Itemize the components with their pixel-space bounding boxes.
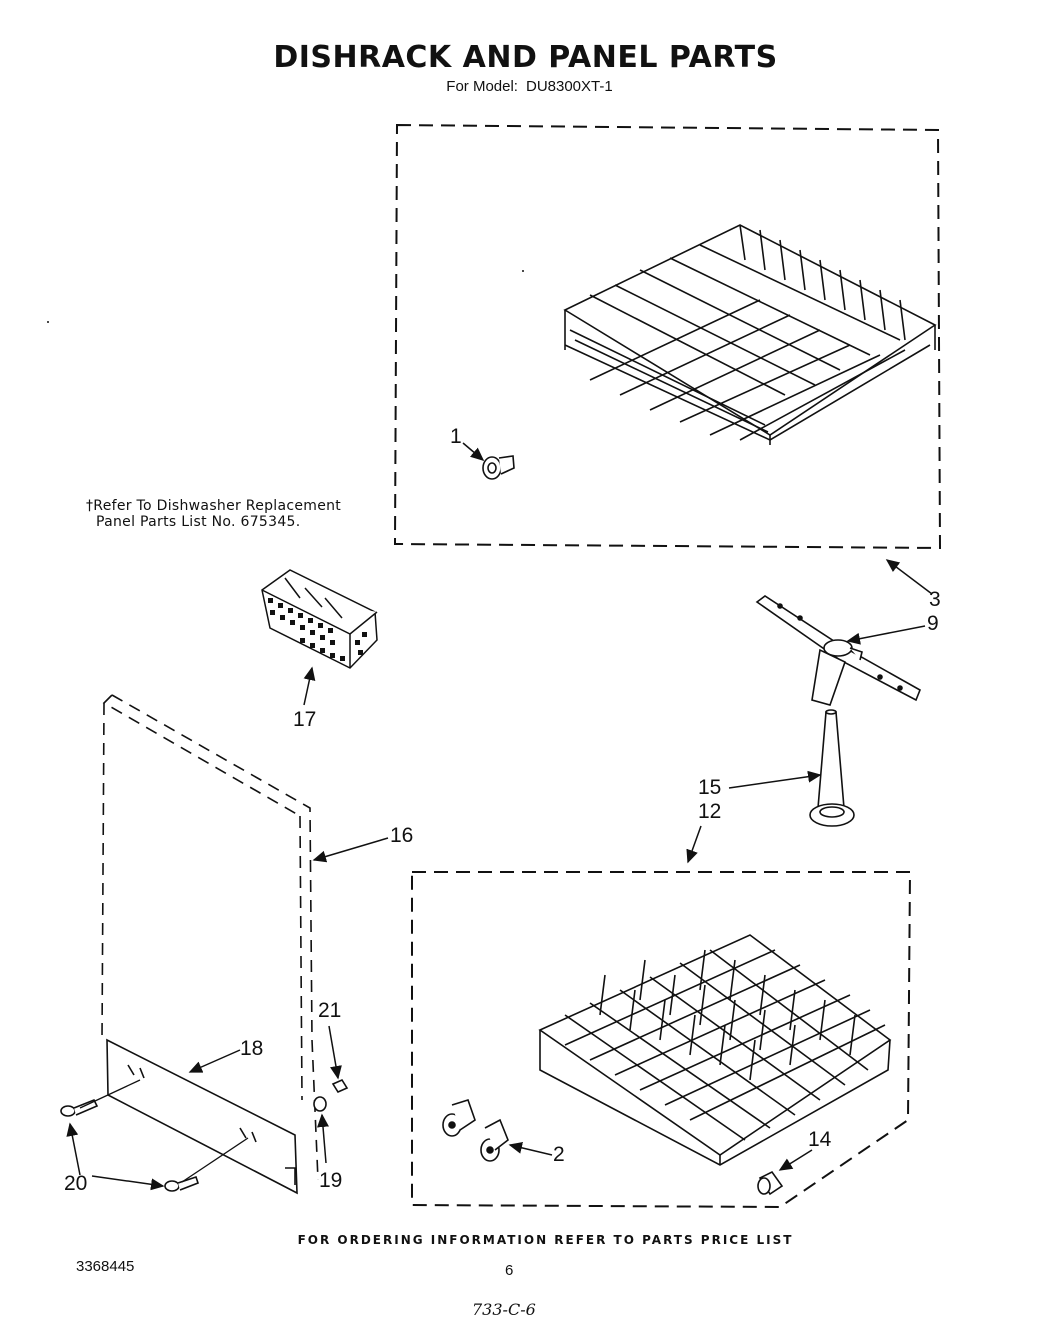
ordering-info: FOR ORDERING INFORMATION REFER TO PARTS … [297, 1233, 794, 1247]
callout-3: 3 [929, 588, 941, 611]
part-15-spray-tower [809, 709, 855, 827]
part-17-silverware-basket [261, 569, 378, 669]
model-label: For Model: [446, 78, 518, 95]
document-number: 3368445 [76, 1258, 135, 1275]
part-1-rack-stop [482, 455, 515, 480]
note-line-1: †Refer To Dishwasher Replacement [86, 498, 342, 514]
callout-19: 19 [319, 1169, 343, 1192]
lower-dishrack [538, 934, 892, 1166]
part-2-rack-roller [442, 1099, 509, 1162]
model-number: DU8300XT-1 [525, 78, 613, 95]
lower-rack-box [411, 871, 912, 1209]
callout-18: 18 [240, 1037, 264, 1060]
callout-15: 15 [698, 776, 722, 799]
note-line-2: Panel Parts List No. 675345. [96, 514, 301, 530]
callout-9: 9 [927, 612, 939, 635]
part-14-end-cap [757, 1170, 784, 1196]
part-18-trim-strip [106, 1038, 298, 1195]
part-21-clip [331, 1078, 349, 1094]
part-20-screw [60, 1098, 199, 1192]
part-19-nut [313, 1096, 327, 1112]
callout-21: 21 [318, 999, 342, 1022]
callout-2: 2 [553, 1143, 565, 1166]
part-9-spray-arm [755, 595, 922, 706]
handwritten-code: 733-C-6 [472, 1300, 536, 1319]
page-title: DISHRACK AND PANEL PARTS [273, 40, 778, 75]
replacement-panel-note: †Refer To Dishwasher Replacement Panel P… [86, 498, 341, 530]
callout-17: 17 [293, 708, 317, 731]
upper-rack-box [393, 123, 942, 550]
page-number: 6 [505, 1262, 514, 1279]
callout-16: 16 [390, 824, 414, 847]
callout-12: 12 [698, 800, 722, 823]
part-16-door-panel [101, 694, 319, 1181]
callout-14: 14 [808, 1128, 832, 1151]
upper-dishrack [563, 224, 937, 445]
callout-1: 1 [450, 425, 462, 448]
model-subtitle: For Model: DU8300XT-1 [0, 78, 1051, 95]
callout-20: 20 [64, 1172, 88, 1195]
